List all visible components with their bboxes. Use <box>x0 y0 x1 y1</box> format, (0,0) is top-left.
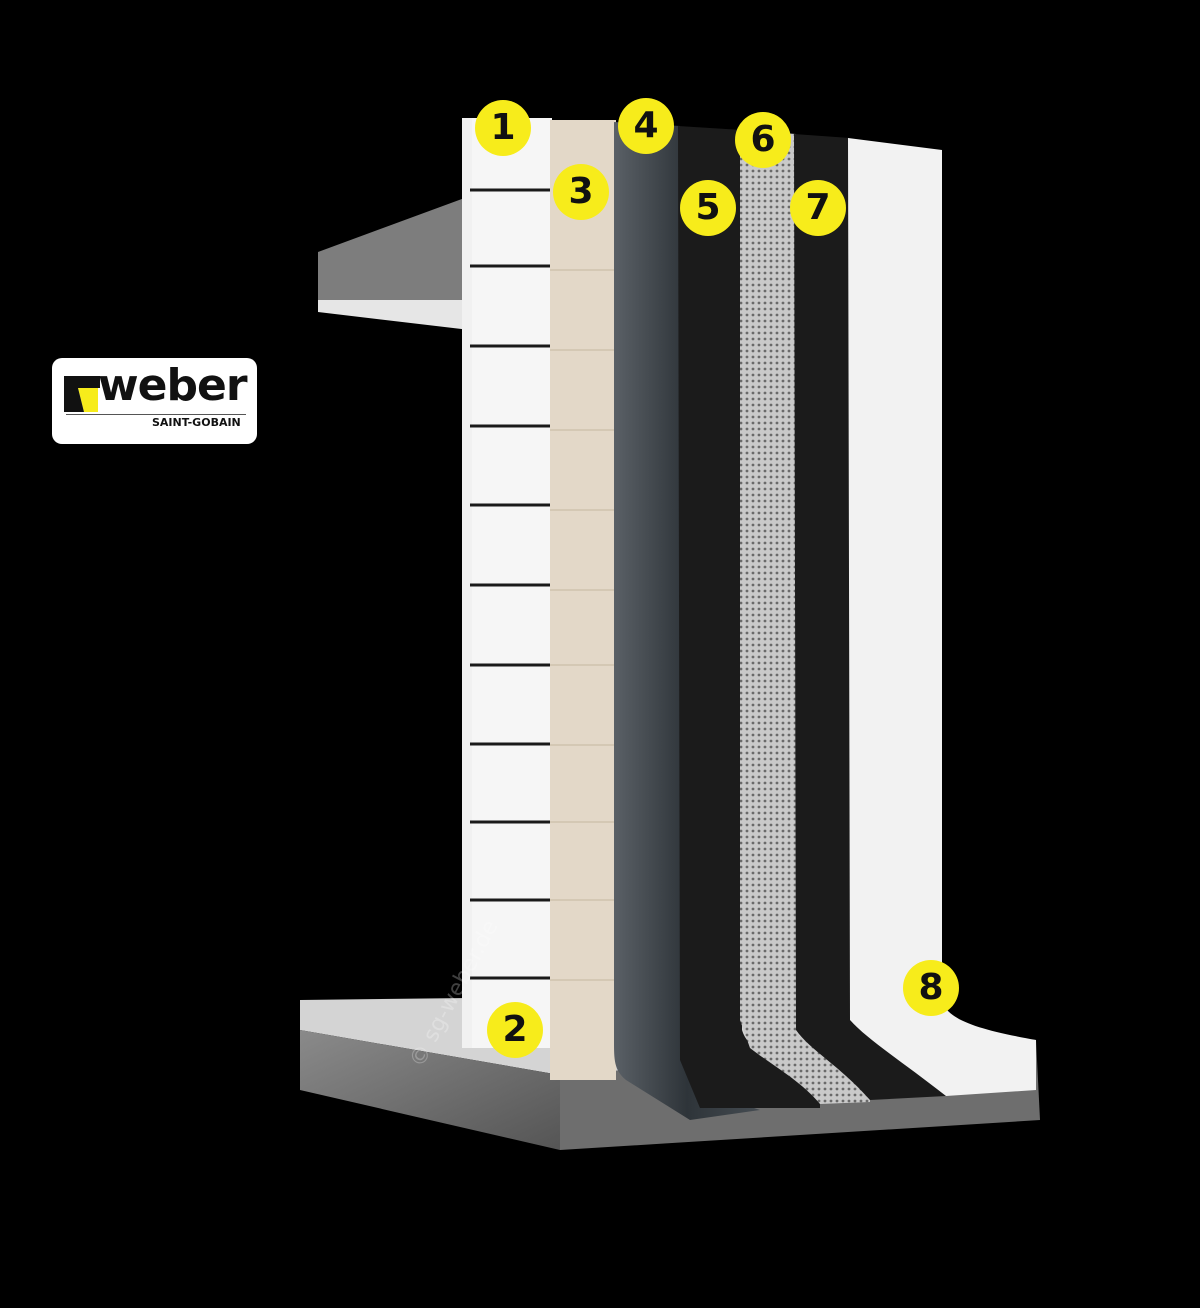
sealing-layer-upper <box>794 134 946 1100</box>
layer-badge-8: 8 <box>903 960 959 1016</box>
protection-board <box>848 138 1036 1096</box>
render-layer <box>550 120 616 1080</box>
reinforcement-mesh <box>740 130 870 1104</box>
layer-badge-6: 6 <box>735 112 791 168</box>
weber-mark-icon <box>64 376 100 412</box>
logo-divider <box>66 414 246 415</box>
brand-name: weber <box>98 360 248 411</box>
layer-badge-4: 4 <box>618 98 674 154</box>
masonry-wall <box>462 118 552 1048</box>
layer-badge-1: 1 <box>475 100 531 156</box>
brand-parent: SAINT-GOBAIN <box>152 416 241 429</box>
upper-concrete-slab <box>318 196 470 330</box>
layer-badge-5: 5 <box>680 180 736 236</box>
layer-badge-2: 2 <box>487 1002 543 1058</box>
sealing-layer-lower <box>678 126 820 1108</box>
primer-layer <box>614 122 760 1120</box>
layer-badge-3: 3 <box>553 164 609 220</box>
layer-badge-7: 7 <box>790 180 846 236</box>
